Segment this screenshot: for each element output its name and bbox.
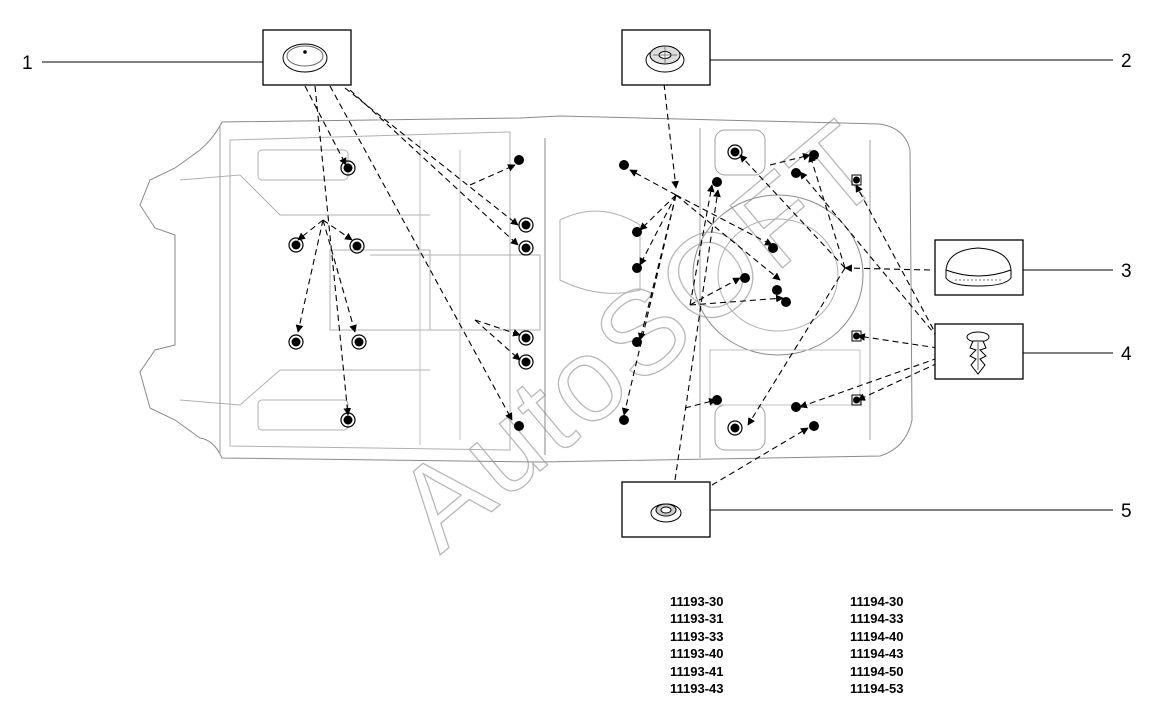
plug-hole-marker (514, 421, 524, 431)
clip-hole-marker (851, 330, 862, 342)
part-code: 11193-43 (670, 681, 724, 697)
plug-hole-marker (518, 330, 534, 346)
callout-box-5 (621, 481, 711, 538)
part-code: 11193-40 (670, 646, 724, 662)
pointer-arrows (295, 83, 939, 486)
callout-number-5: 5 (1121, 501, 1132, 522)
plug-hole-marker (740, 273, 750, 283)
plug-hole-marker (340, 412, 356, 428)
part-code: 11194-43 (850, 646, 904, 662)
callout-box-1 (262, 29, 352, 86)
plug-hole-marker (518, 217, 534, 233)
part-code: 11193-41 (670, 663, 724, 679)
plug-hole-marker (288, 334, 304, 350)
plug-hole-marker (340, 160, 356, 176)
grommet-plug-icon (645, 45, 685, 73)
plug-hole-marker (781, 297, 791, 307)
clip-hole-marker (851, 174, 862, 186)
plug-hole-marker (809, 150, 819, 160)
plug-hole-marker (619, 415, 629, 425)
plug-hole-marker (791, 402, 801, 412)
round-plug-large-icon (282, 43, 328, 73)
plug-hole-marker (632, 263, 642, 273)
round-cap-plug-icon (945, 247, 1012, 287)
leader-lines (42, 59, 1113, 511)
part-code: 11193-31 (670, 611, 724, 627)
callout-box-4 (934, 323, 1024, 380)
plug-hole-marker (514, 155, 524, 165)
plug-hole-marker (791, 168, 801, 178)
plug-hole-marker (727, 144, 743, 160)
plug-hole-marker (727, 420, 743, 436)
callout-number-1: 1 (22, 53, 33, 74)
plug-hole-markers (288, 144, 862, 436)
part-code-table: 11193-30 11194-30 11193-31 11194-33 1119… (670, 593, 970, 697)
callout-number-2: 2 (1121, 51, 1132, 72)
plug-hole-marker (772, 285, 782, 295)
plug-hole-marker (632, 337, 642, 347)
part-code: 11194-30 (850, 594, 904, 609)
plug-hole-marker (518, 354, 534, 370)
push-clip-fastener-icon (966, 331, 990, 375)
part-code: 11194-40 (850, 628, 904, 644)
plug-hole-marker (619, 160, 629, 170)
part-code: 11193-33 (670, 628, 724, 644)
part-code: 11194-33 (850, 611, 904, 627)
plug-hole-marker (712, 177, 722, 187)
callout-box-2 (621, 29, 711, 86)
plug-hole-marker (809, 421, 819, 431)
callout-number-4: 4 (1121, 344, 1132, 365)
plug-hole-marker (712, 395, 722, 405)
plug-hole-marker (518, 240, 534, 256)
plug-hole-marker (351, 334, 367, 350)
plug-hole-marker (632, 227, 642, 237)
part-code: 11194-53 (850, 681, 904, 697)
plug-hole-marker (288, 237, 304, 253)
plug-hole-marker (768, 243, 778, 253)
callout-number-3: 3 (1121, 261, 1132, 282)
part-code: 11194-50 (850, 663, 904, 679)
clip-hole-marker (851, 394, 862, 406)
plug-hole-marker (349, 238, 365, 254)
small-grommet-icon (650, 503, 682, 523)
callout-box-3 (934, 239, 1024, 296)
part-code: 11193-30 (670, 594, 724, 609)
